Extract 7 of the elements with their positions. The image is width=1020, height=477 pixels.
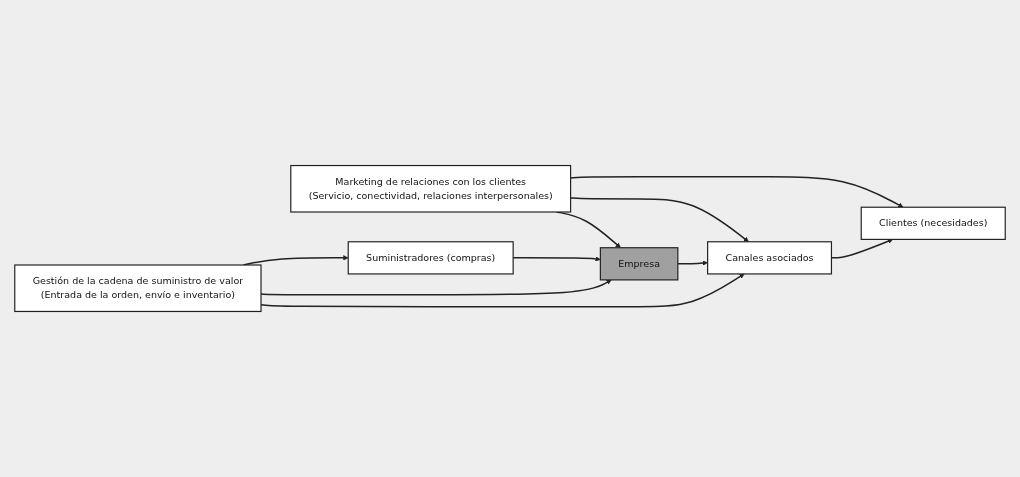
node-box: Marketing de relaciones con los clientes (Servicio, conectividad, relaciones interpersonales) (290, 164, 572, 213)
node-box: Suministradores (compras) (347, 241, 514, 275)
node-box: Canales asociados (707, 241, 833, 275)
node-box: Clientes (necesidades) (860, 206, 1006, 240)
node-box: Empresa (599, 247, 679, 281)
node-box: Gestión de la cadena de suministro de valor (Entrada de la orden, envío e inventario) (14, 264, 262, 313)
arrow (677, 260, 708, 266)
